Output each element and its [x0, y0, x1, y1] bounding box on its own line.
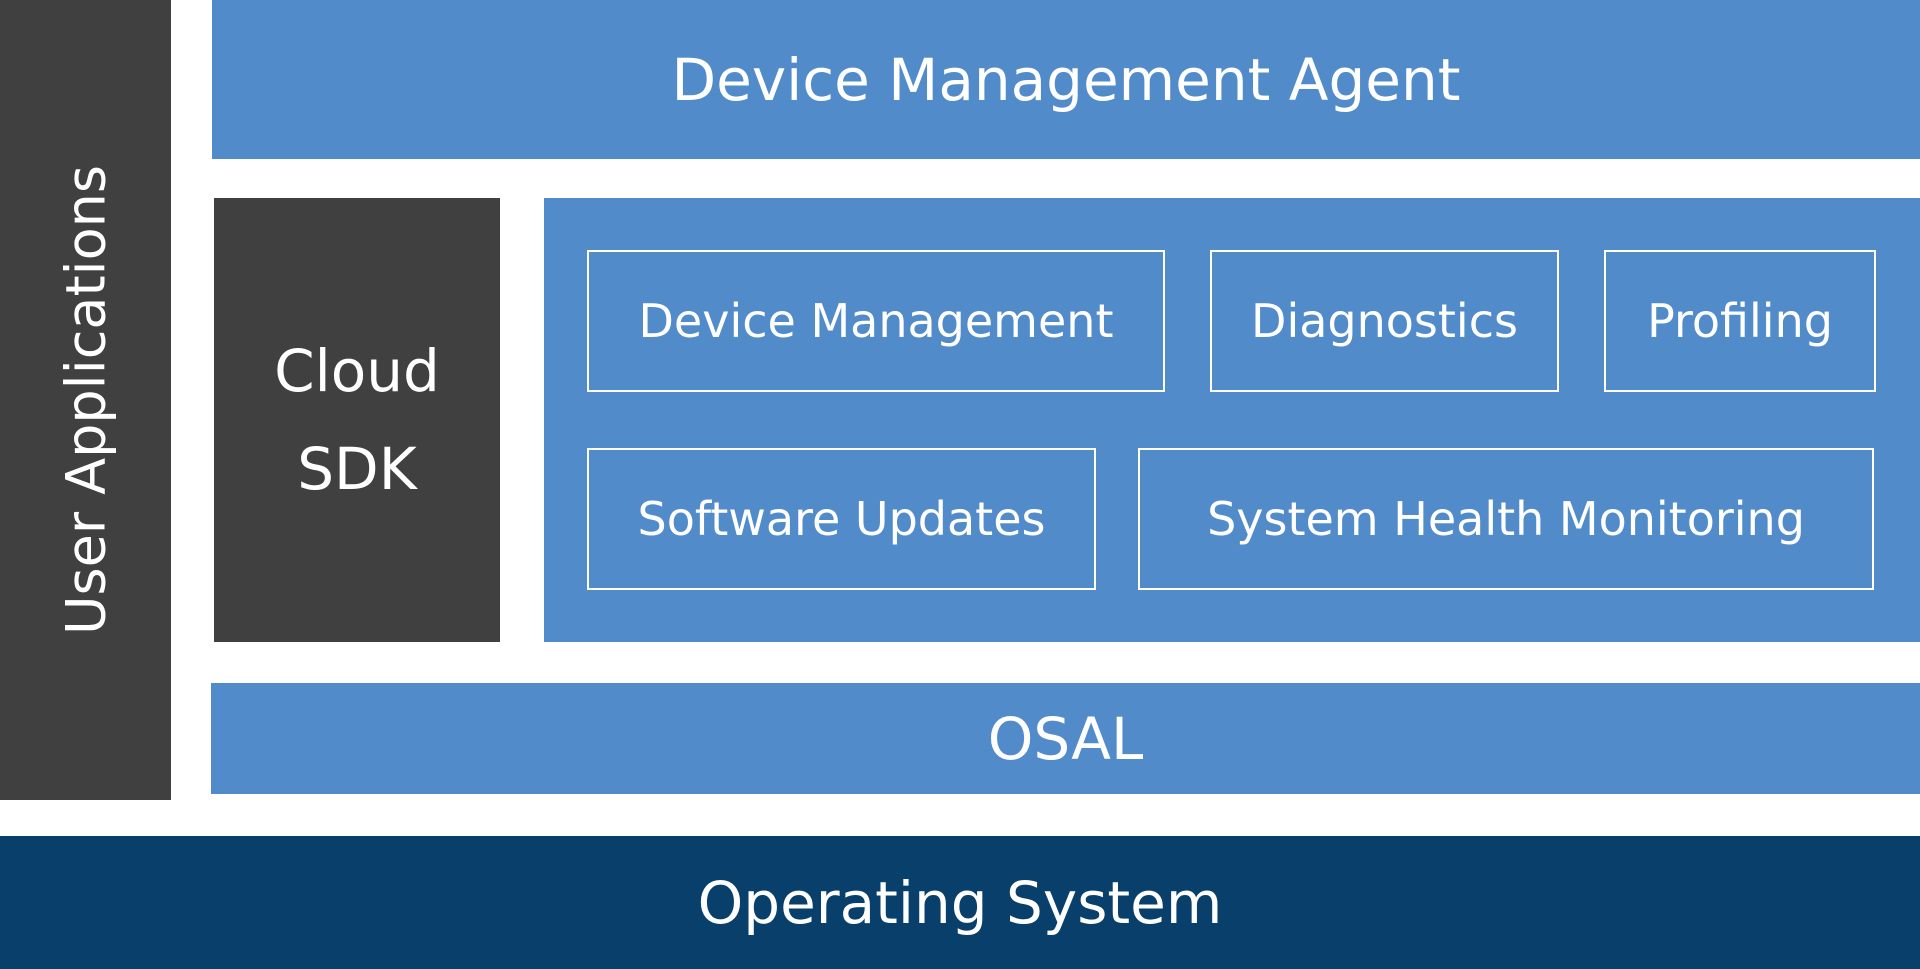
- module-software-updates: Software Updates: [587, 448, 1096, 590]
- cloud-sdk-line1: Cloud: [274, 337, 440, 405]
- cloud-sdk-line2: SDK: [297, 435, 417, 503]
- module-label: Diagnostics: [1251, 294, 1518, 348]
- module-label: Device Management: [638, 294, 1114, 348]
- agent-label: Device Management Agent: [671, 45, 1461, 114]
- module-device-management: Device Management: [587, 250, 1165, 392]
- osal-layer: OSAL: [211, 683, 1920, 794]
- device-management-agent-layer: Device Management Agent: [212, 0, 1920, 159]
- user-applications-label: User Applications: [54, 164, 117, 636]
- module-label: Profiling: [1647, 294, 1833, 348]
- os-label: Operating System: [697, 868, 1223, 937]
- operating-system-layer: Operating System: [0, 836, 1920, 969]
- module-label: System Health Monitoring: [1207, 492, 1805, 546]
- user-applications-layer: User Applications: [0, 0, 171, 800]
- agent-modules-panel: [544, 198, 1920, 642]
- cloud-sdk-block: Cloud SDK: [214, 198, 500, 642]
- osal-label: OSAL: [987, 704, 1144, 773]
- module-system-health-monitoring: System Health Monitoring: [1138, 448, 1874, 590]
- module-label: Software Updates: [637, 492, 1046, 546]
- module-diagnostics: Diagnostics: [1210, 250, 1559, 392]
- module-profiling: Profiling: [1604, 250, 1876, 392]
